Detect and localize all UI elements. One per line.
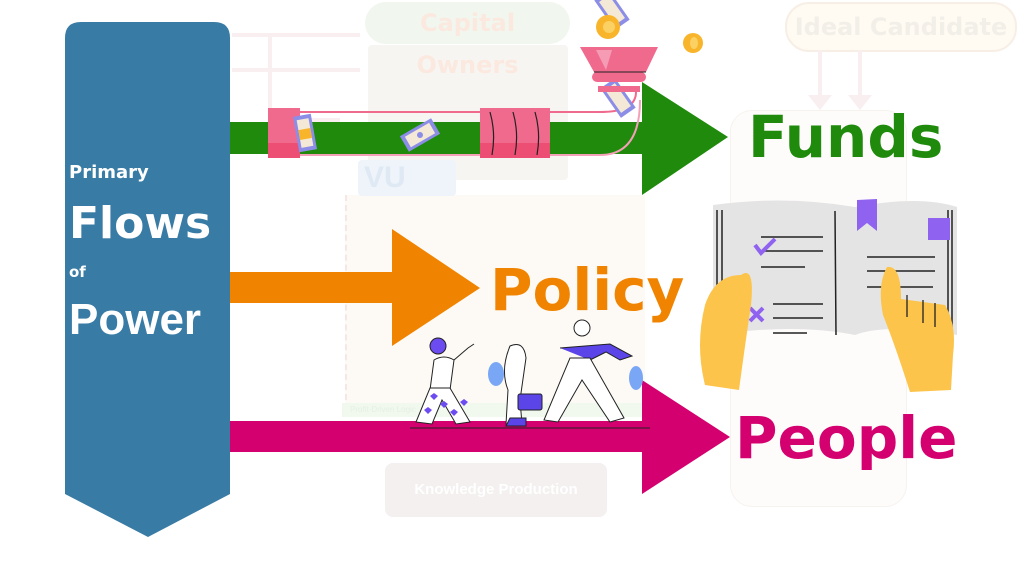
left-hand-icon (700, 273, 752, 390)
right-hand-icon (880, 266, 954, 392)
bookmark-icon (857, 199, 877, 231)
background-knowledge-production-label: Knowledge Production (385, 463, 607, 517)
banknote-icon (594, 0, 630, 30)
open-book-icon (700, 199, 957, 392)
policy-label: Policy (490, 256, 685, 324)
plant-icon (488, 362, 504, 386)
banknote-icon (293, 113, 317, 153)
checkmark-icon (753, 237, 777, 257)
primary-flows-banner (65, 22, 230, 537)
banner-text-of: of (69, 263, 86, 281)
plant-icon (629, 366, 643, 390)
walking-people-icon (410, 319, 650, 429)
background-ideal-candidate-label: Ideal Candidate (785, 2, 1017, 52)
background-capital-owners-label: Capital Owners (365, 2, 570, 79)
banner-text-flows: Flows (69, 198, 212, 249)
people-label: People (735, 404, 958, 472)
cross-icon (748, 306, 765, 323)
policy-arrow (230, 229, 480, 346)
banner-text-primary: Primary (69, 162, 149, 183)
banner-text-power: Power (69, 295, 202, 344)
banknote-icon (399, 118, 441, 152)
coin-icon (596, 15, 620, 39)
background-vu-logo: VU (358, 160, 456, 196)
people-arrow (230, 380, 730, 494)
funnel-icon (580, 47, 658, 92)
funds-label: Funds (748, 103, 944, 171)
coin-icon (683, 33, 703, 53)
